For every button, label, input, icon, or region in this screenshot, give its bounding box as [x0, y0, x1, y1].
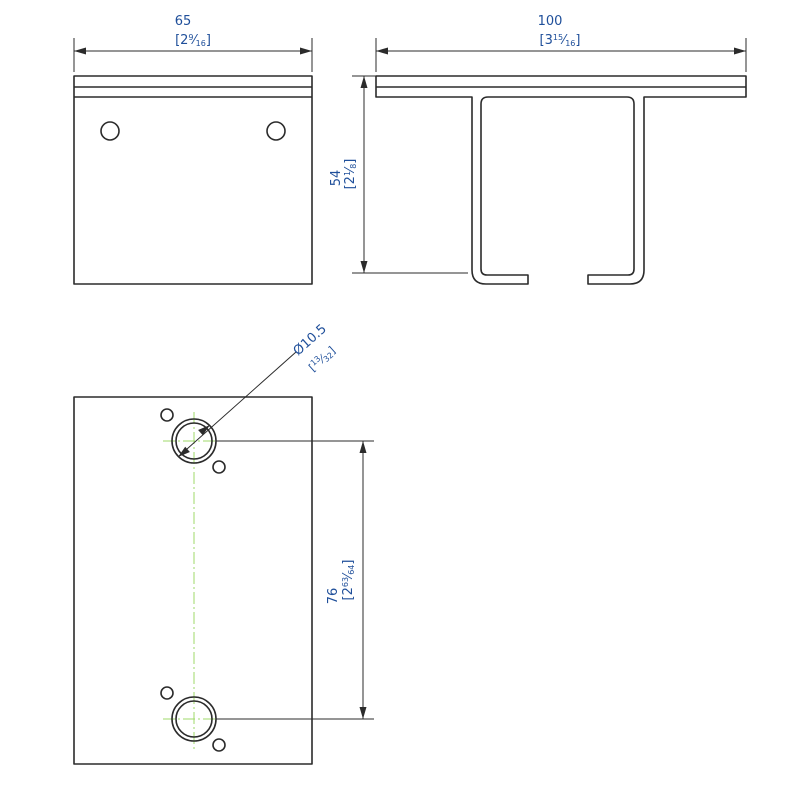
bottom-hole-group	[160, 686, 226, 752]
hole-spacing-inch-label: [263⁄64]	[341, 560, 356, 601]
side-height-inch-label: [21⁄8]	[343, 159, 358, 190]
dimension-side-height: 54 [21⁄8]	[329, 75, 468, 274]
dimension-hole-spacing: 76 [263⁄64]	[216, 440, 374, 720]
top-view-outline	[73, 396, 313, 765]
side-width-arrow-left	[376, 47, 388, 55]
side-width-arrow-right	[734, 47, 746, 55]
front-width-arrow-left	[74, 47, 86, 55]
side-height-arrow-top	[360, 76, 368, 88]
front-view	[73, 75, 313, 285]
hole-spacing-arrow-bottom	[359, 707, 367, 719]
hole-spacing-arrow-top	[359, 441, 367, 453]
front-view-outline	[73, 75, 313, 285]
side-height-mm-label: 54	[329, 170, 344, 187]
top-small-hole-lower-right	[212, 460, 226, 474]
top-large-hole-inner	[175, 422, 213, 460]
front-view-hole-left	[100, 121, 120, 141]
bottom-small-hole-lower-right	[212, 738, 226, 752]
hole-diameter-arrow-lower	[178, 446, 190, 457]
side-width-inch-label: [315⁄16]	[540, 33, 581, 48]
front-width-arrow-right	[300, 47, 312, 55]
front-width-inch-label: [29⁄16]	[175, 33, 211, 48]
side-view-profile	[375, 75, 747, 285]
dimension-side-width: 100 [315⁄16]	[375, 14, 747, 72]
bottom-large-hole-inner	[175, 700, 213, 738]
bottom-small-hole-upper-left	[160, 686, 174, 700]
top-small-hole-upper-left	[160, 408, 174, 422]
top-hole-group	[160, 408, 226, 474]
side-height-arrow-bottom	[360, 261, 368, 273]
side-view	[375, 75, 747, 285]
hole-diameter-arrow-upper	[198, 425, 210, 436]
side-width-mm-label: 100	[538, 14, 563, 29]
hole-diameter-mm-label: Ø10.5	[291, 322, 330, 359]
hole-spacing-mm-label: 76	[326, 588, 341, 605]
top-view	[73, 396, 313, 765]
hole-diameter-inch-label: [13⁄32]	[306, 343, 339, 375]
hole-diameter-leader-line	[177, 351, 297, 458]
dimension-hole-diameter: Ø10.5 [13⁄32]	[177, 322, 339, 458]
dimension-front-width: 65 [29⁄16]	[73, 14, 313, 72]
front-width-mm-label: 65	[175, 14, 192, 29]
front-view-hole-right	[266, 121, 286, 141]
